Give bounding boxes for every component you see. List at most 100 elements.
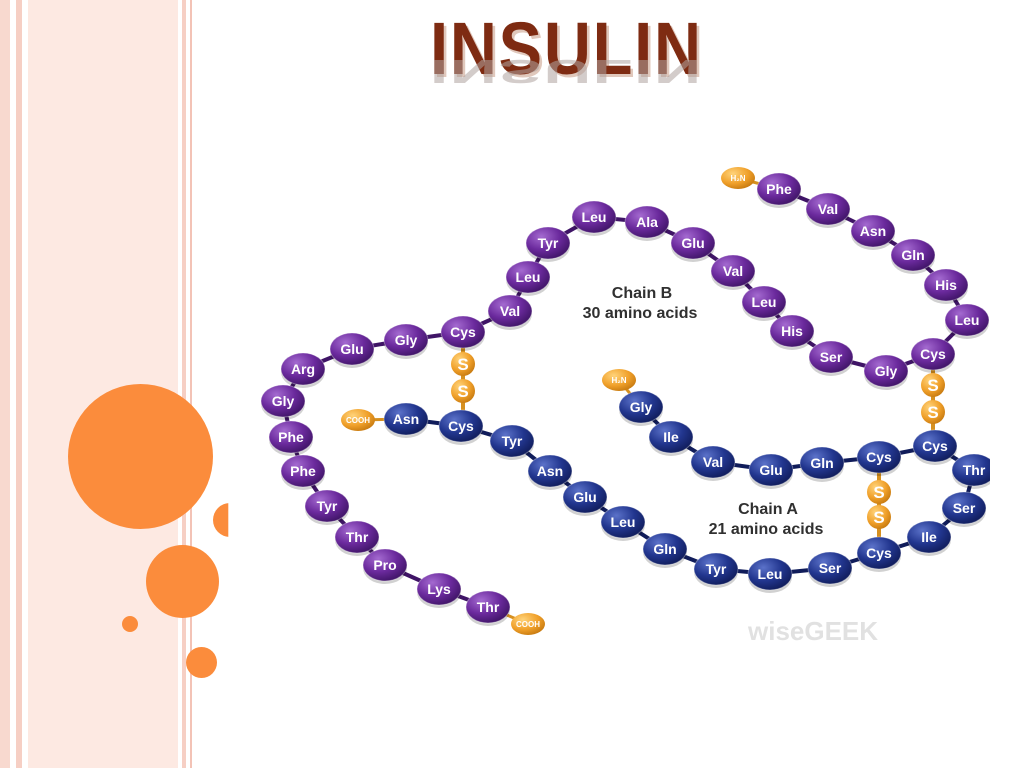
chain-a-residue-14-tyr: Tyr <box>693 552 739 588</box>
chain-a-residue-4-glu-label: Glu <box>759 462 782 478</box>
disulfide-sulfur-3-2: S <box>867 505 891 529</box>
chain-b-residue-9-ser: Ser <box>808 340 854 376</box>
disulfide-sulfur-2-1: S <box>921 373 945 397</box>
chain-b-n-terminus-label: H₂N <box>730 174 745 183</box>
chain-b-residue-20-gly-label: Gly <box>395 332 418 348</box>
chain-a-n-terminus: H₂N <box>602 369 636 391</box>
chain-b-residue-22-arg-label: Arg <box>291 361 315 377</box>
chain-a-residue-2-ile: Ile <box>648 420 694 456</box>
chain-b-residue-28-pro-label: Pro <box>373 557 396 573</box>
chain-a-c-terminus: COOH <box>341 409 375 431</box>
chain-b-c-terminus-label: COOH <box>516 620 540 629</box>
chain-a-residue-15-gln-label: Gln <box>653 541 676 557</box>
chain-b-residue-18-val-label: Val <box>500 303 520 319</box>
sulfur-label: S <box>873 508 884 527</box>
sulfur-label: S <box>927 376 938 395</box>
chain-a-n-terminus-label: H₂N <box>611 376 626 385</box>
chain-b-residue-8-gly: Gly <box>863 354 909 390</box>
chain-b-label-title: Chain B <box>612 285 672 302</box>
chain-b-residue-7-cys: Cys <box>910 337 956 373</box>
chain-a-residue-12-ser-label: Ser <box>819 560 842 576</box>
sulfur-label: S <box>457 382 468 401</box>
chain-b-residue-23-gly-label: Gly <box>272 393 295 409</box>
chain-b-residue-10-his: His <box>769 314 815 350</box>
chain-b-residue-13-glu-label: Glu <box>681 235 704 251</box>
disulfide-sulfur-1-1: S <box>451 352 475 376</box>
decor-stripe-4 <box>182 0 186 768</box>
chain-b-c-terminus: COOH <box>511 613 545 635</box>
chain-b-residue-4-gln: Gln <box>890 238 936 274</box>
chain-a-residue-3-val: Val <box>690 445 736 481</box>
chain-b-residue-20-gly: Gly <box>383 323 429 359</box>
decor-stripe-5 <box>190 0 192 768</box>
chain-b-residue-10-his-label: His <box>781 323 803 339</box>
decor-circle-tiny <box>122 616 138 632</box>
chain-a-residue-11-cys-label: Cys <box>866 545 892 561</box>
chain-a-residue-13-leu: Leu <box>747 557 793 593</box>
chain-b-label-count: 30 amino acids <box>583 305 698 322</box>
chain-b-residue-30-thr: Thr <box>465 590 511 626</box>
chain-a-residue-16-leu: Leu <box>600 505 646 541</box>
chain-b-residue-27-thr: Thr <box>334 520 380 556</box>
decor-circle-medium <box>146 545 219 618</box>
chain-a-residue-14-tyr-label: Tyr <box>706 561 727 577</box>
chain-b-residue-21-glu: Glu <box>329 332 375 368</box>
chain-b-residue-28-pro: Pro <box>362 548 408 584</box>
chain-b-residue-8-gly-label: Gly <box>875 363 898 379</box>
chain-a-residue-17-glu-label: Glu <box>573 489 596 505</box>
chain-a-residue-7-cys-label: Cys <box>922 438 948 454</box>
chain-a-residue-10-ile: Ile <box>906 520 952 556</box>
chain-b-residue-11-leu-label: Leu <box>752 294 777 310</box>
chain-b-residue-24-phe-label: Phe <box>278 429 304 445</box>
chain-b-residue-21-glu-label: Glu <box>340 341 363 357</box>
chain-a-residue-8-thr: Thr <box>951 453 990 489</box>
chain-a-residue-8-thr-label: Thr <box>963 462 986 478</box>
chain-a-residue-7-cys: Cys <box>912 429 958 465</box>
chain-b-residue-15-leu-label: Leu <box>582 209 607 225</box>
chain-a-residue-17-glu: Glu <box>562 480 608 516</box>
chain-b-residue-6-leu: Leu <box>944 303 990 339</box>
chain-b-residue-18-val: Val <box>487 294 533 330</box>
chain-a-residue-20-cys: Cys <box>438 409 484 445</box>
chain-a-residue-19-tyr: Tyr <box>489 424 535 460</box>
chain-a-residue-9-ser-label: Ser <box>953 500 976 516</box>
chain-b-residue-5-his: His <box>923 268 969 304</box>
chain-a-residue-18-asn-label: Asn <box>537 463 563 479</box>
chain-b-residue-3-asn: Asn <box>850 214 896 250</box>
chain-a-residue-12-ser: Ser <box>807 551 853 587</box>
decor-stripe-3 <box>28 0 178 768</box>
chain-b-residue-27-thr-label: Thr <box>346 529 369 545</box>
chain-b-residue-4-gln-label: Gln <box>901 247 924 263</box>
decor-circle-large <box>68 384 213 529</box>
chain-b-residue-30-thr-label: Thr <box>477 599 500 615</box>
chain-b-residue-16-tyr: Tyr <box>525 226 571 262</box>
chain-b-residue-7-cys-label: Cys <box>920 346 946 362</box>
chain-b-residue-23-gly: Gly <box>260 384 306 420</box>
disulfide-sulfur-2-2: S <box>921 400 945 424</box>
chain-b-residue-14-ala-label: Ala <box>636 214 658 230</box>
decor-circle-half <box>213 503 229 537</box>
chain-a-residue-5-gln-label: Gln <box>810 455 833 471</box>
watermark-text: wiseGEEK <box>747 616 878 646</box>
chain-b-residue-11-leu: Leu <box>741 285 787 321</box>
chain-b-residue-17-leu: Leu <box>505 260 551 296</box>
chain-b-residue-25-phe: Phe <box>280 454 326 490</box>
chain-b-residue-5-his-label: His <box>935 277 957 293</box>
chain-b-residue-1-phe-label: Phe <box>766 181 792 197</box>
chain-b-residue-2-val-label: Val <box>818 201 838 217</box>
chain-a-residue-2-ile-label: Ile <box>663 429 679 445</box>
chain-b-residue-1-phe: Phe <box>756 172 802 208</box>
chain-a-residue-6-cys-label: Cys <box>866 449 892 465</box>
chain-b-residue-3-asn-label: Asn <box>860 223 886 239</box>
chain-b-residue-29-lys: Lys <box>416 572 462 608</box>
chain-a-residue-11-cys: Cys <box>856 536 902 572</box>
disulfide-sulfur-3-1: S <box>867 480 891 504</box>
chain-b-residue-13-glu: Glu <box>670 226 716 262</box>
chain-a-residue-4-glu: Glu <box>748 453 794 489</box>
chain-b-n-terminus: H₂N <box>721 167 755 189</box>
sulfur-label: S <box>927 403 938 422</box>
chain-a-residue-21-asn: Asn <box>383 402 429 438</box>
chain-b-residue-26-tyr-label: Tyr <box>317 498 338 514</box>
chain-a-residue-18-asn: Asn <box>527 454 573 490</box>
chain-a-residue-13-leu-label: Leu <box>758 566 783 582</box>
